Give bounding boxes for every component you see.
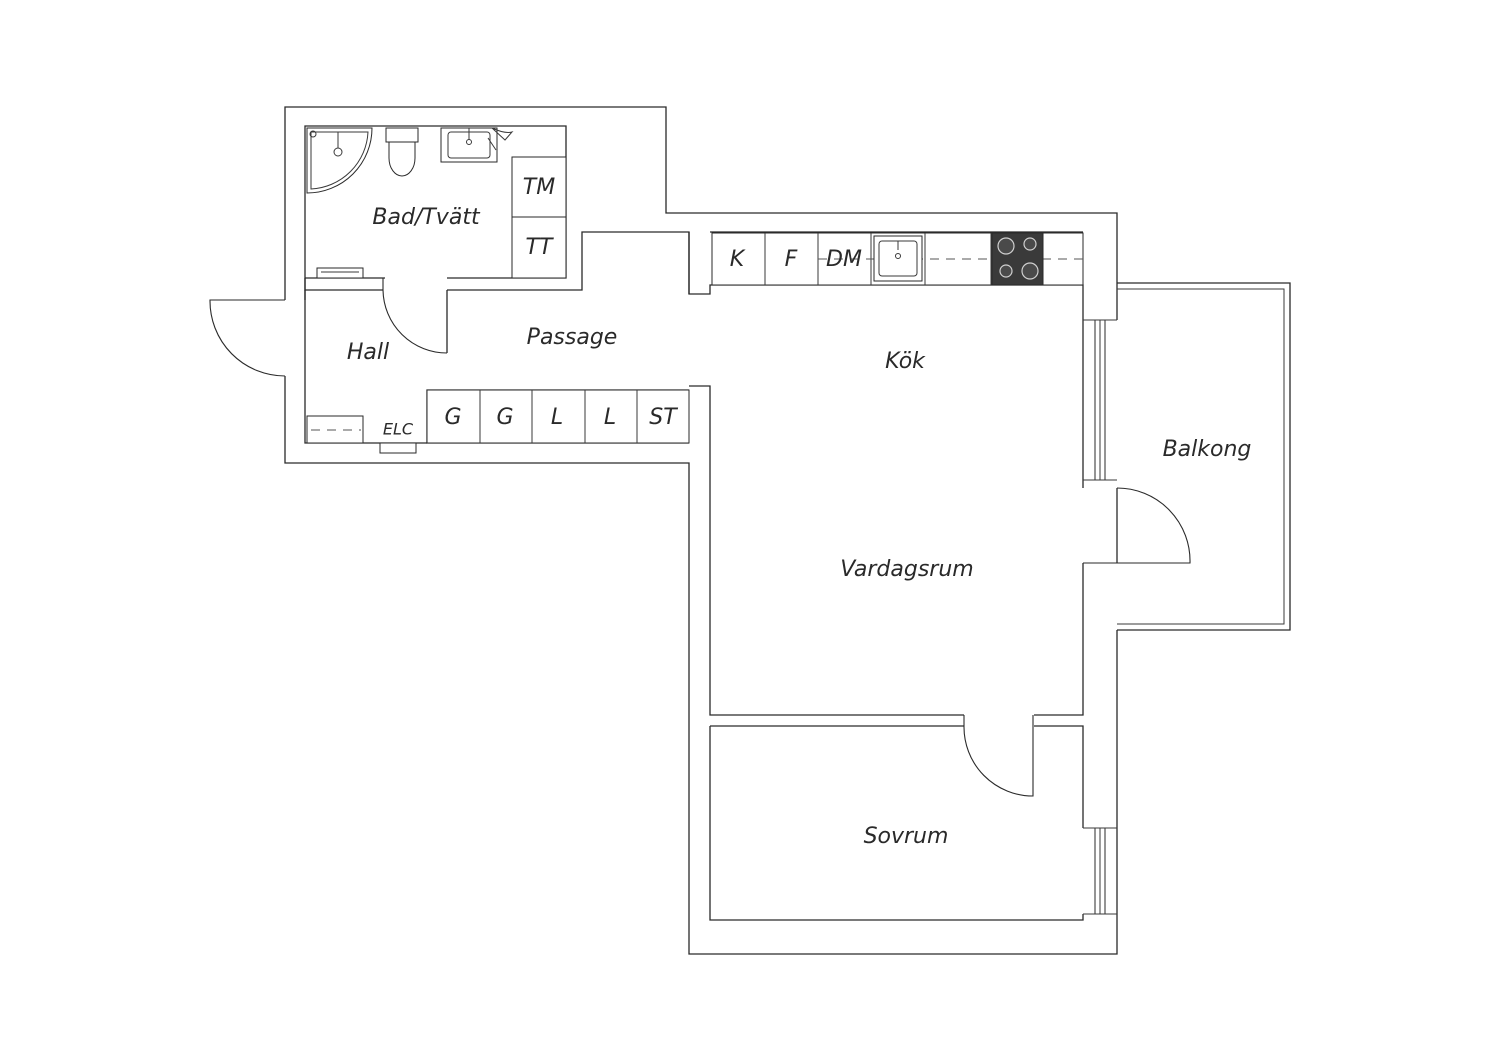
room-label-bad: Bad/Tvätt (372, 205, 481, 230)
room-label-kok: Kök (885, 349, 926, 374)
unit-label-tt: TT (526, 235, 554, 260)
unit-label-g1: G (444, 405, 461, 430)
inner-walls (304, 231, 1084, 921)
room-label-passage: Passage (527, 325, 618, 350)
room-label-vardagsrum: Vardagsrum (840, 557, 973, 582)
unit-label-elc: ELC (383, 420, 414, 439)
unit-label-tm: TM (523, 175, 555, 200)
doors (209, 278, 1191, 797)
wardrobe-row (306, 389, 690, 454)
bathroom-fixtures (306, 127, 567, 279)
balcony (1117, 282, 1291, 631)
unit-label-st: ST (649, 405, 678, 430)
room-labels: Bad/Tvätt Hall Passage Kök Balkong Varda… (347, 205, 1252, 849)
kitchen-counter (711, 232, 1084, 286)
unit-label-l2: L (604, 405, 616, 430)
room-label-hall: Hall (347, 340, 389, 365)
unit-label-dm: DM (826, 247, 862, 272)
unit-label-l1: L (551, 405, 563, 430)
unit-label-f: F (785, 247, 798, 272)
unit-labels: TM TT K F DM G G L L ST ELC (383, 175, 862, 439)
unit-label-g2: G (496, 405, 513, 430)
room-label-sovrum: Sovrum (864, 824, 949, 849)
room-label-balkong: Balkong (1163, 437, 1252, 462)
unit-label-k: K (730, 247, 746, 272)
windows (1083, 319, 1117, 915)
